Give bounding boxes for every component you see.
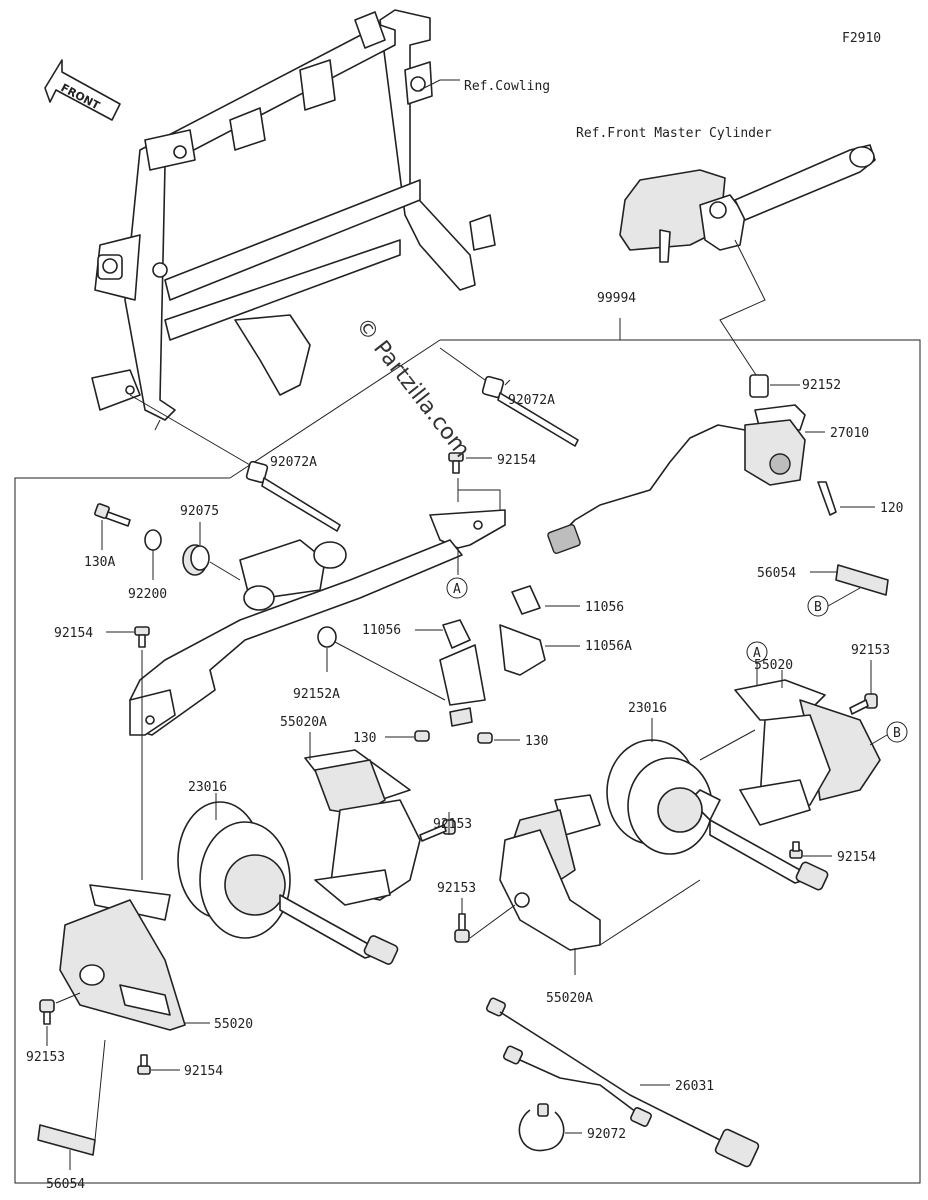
clamp-11056-drawing [439, 585, 546, 727]
cable-tie-left-drawing [245, 460, 341, 532]
marker-a-top [446, 577, 468, 599]
collar-92152a-drawing [317, 626, 337, 648]
lamp-23016-right-drawing [606, 739, 829, 891]
screw-92153-center-drawing [454, 913, 470, 943]
label-92154-right: 92154 [837, 850, 876, 865]
label-92200: 92200 [128, 587, 167, 602]
bolt-130a-drawing [94, 503, 131, 527]
label-99994: 99994 [597, 291, 636, 306]
marker-b-left [886, 721, 908, 743]
label-11056-left: 11056 [362, 623, 401, 638]
cable-tie-right-drawing [481, 375, 579, 447]
screw-92154-right-drawing [789, 841, 803, 859]
label-92072: 92072 [587, 1127, 626, 1142]
front-arrow-icon: FRONT [44, 59, 121, 121]
label-92153-right: 92153 [851, 643, 890, 658]
washer-92200-drawing [144, 529, 162, 551]
marker-b-right-label: B [814, 600, 822, 615]
label-130a: 130A [84, 555, 115, 570]
label-92154-bottom: 92154 [184, 1064, 223, 1079]
bracket-bar-drawing [129, 509, 506, 736]
screw-92154-top-drawing [448, 452, 464, 474]
decal-56054-right-drawing [835, 564, 889, 596]
label-55020a-top: 55020A [280, 715, 327, 730]
watermark: © Partzilla.com [350, 313, 474, 462]
label-56054-left: 56054 [46, 1177, 85, 1192]
label-92072a-right: 92072A [508, 393, 555, 408]
label-55020-right: 55020 [754, 658, 793, 673]
label-92153-left: 92153 [26, 1050, 65, 1065]
bracket-55020-left-drawing [59, 884, 186, 1031]
label-92153-mid: 92153 [433, 817, 472, 832]
ref-cowling-label: Ref.Cowling [464, 79, 550, 94]
label-27010: 27010 [830, 426, 869, 441]
label-92152: 92152 [802, 378, 841, 393]
subframe-drawing [91, 9, 496, 431]
label-56054-right: 56054 [757, 566, 796, 581]
label-130-left: 130 [353, 731, 376, 746]
label-92075: 92075 [180, 504, 219, 519]
label-55020-left: 55020 [214, 1017, 253, 1032]
harness-26031-drawing [485, 997, 760, 1168]
decal-56054-left-drawing [37, 1124, 96, 1156]
bolt-130-right-drawing [477, 732, 493, 744]
screw-92154-bottom-drawing [137, 1054, 151, 1075]
screw-92153-left-drawing [39, 999, 55, 1025]
band-92072-drawing [518, 1103, 565, 1152]
grommet-92075-drawing [182, 544, 210, 576]
label-11056a: 11056A [585, 639, 632, 654]
marker-a-top-label: A [453, 582, 461, 597]
label-26031: 26031 [675, 1079, 714, 1094]
bracket-55020-right-drawing [734, 679, 881, 826]
label-55020a-bottom: 55020A [546, 991, 593, 1006]
label-92154-left: 92154 [54, 626, 93, 641]
bolt-130-left-drawing [414, 730, 430, 742]
ref-master-cylinder-label: Ref.Front Master Cylinder [576, 126, 772, 141]
label-120: 120 [880, 501, 903, 516]
figure-code: F2910 [842, 31, 881, 46]
lamp-23016-left-drawing [177, 801, 399, 965]
label-23016-left: 23016 [188, 780, 227, 795]
bracket-55020a-center-drawing [499, 794, 601, 951]
marker-b-left-label: B [893, 726, 901, 741]
screw-92154-left-drawing [134, 626, 150, 648]
label-92072a-left: 92072A [270, 455, 317, 470]
label-23016-right: 23016 [628, 701, 667, 716]
label-11056-right: 11056 [585, 600, 624, 615]
master-cylinder-drawing [619, 144, 876, 263]
label-130-right: 130 [525, 734, 548, 749]
label-92152a: 92152A [293, 687, 340, 702]
bracket-55020a-left-drawing [304, 749, 421, 906]
marker-a-right-label: A [753, 646, 761, 661]
label-92153-center: 92153 [437, 881, 476, 896]
switch-assembly-drawing [547, 404, 837, 554]
screw-92153-right-drawing [849, 693, 878, 715]
label-92154-top: 92154 [497, 453, 536, 468]
